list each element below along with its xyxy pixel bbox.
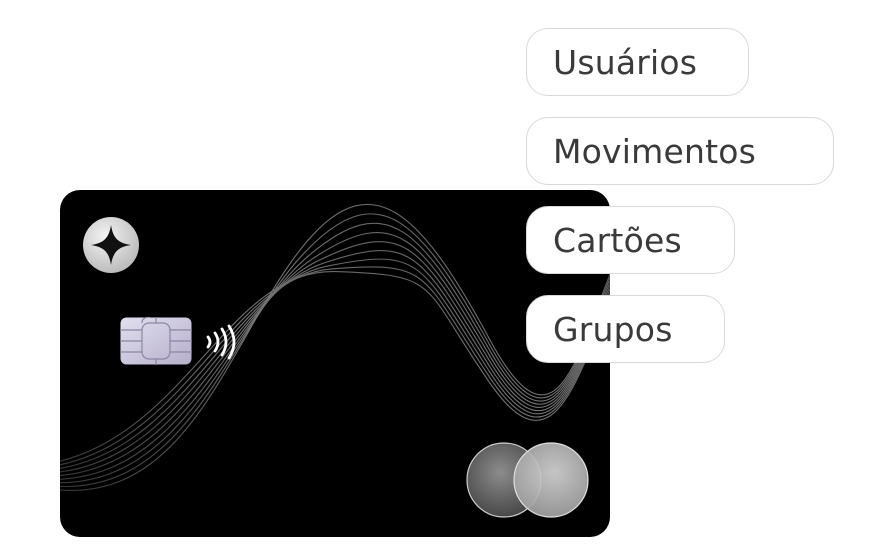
mastercard-logo [466, 442, 589, 518]
menu-item-usuarios[interactable]: Usuários [526, 28, 749, 96]
menu-item-label: Movimentos [553, 131, 757, 171]
menu-item-movimentos[interactable]: Movimentos [526, 117, 834, 185]
payment-card [60, 190, 610, 537]
contactless-payment-icon [206, 324, 236, 360]
four-point-star-icon [83, 217, 139, 273]
menu-item-label: Grupos [553, 309, 673, 349]
card-wave-pattern [60, 203, 610, 491]
menu-item-label: Cartões [553, 220, 682, 260]
emv-chip-icon [120, 317, 192, 365]
menu-item-cartoes[interactable]: Cartões [526, 206, 735, 274]
menu-item-grupos[interactable]: Grupos [526, 295, 725, 363]
menu-item-label: Usuários [553, 42, 698, 82]
